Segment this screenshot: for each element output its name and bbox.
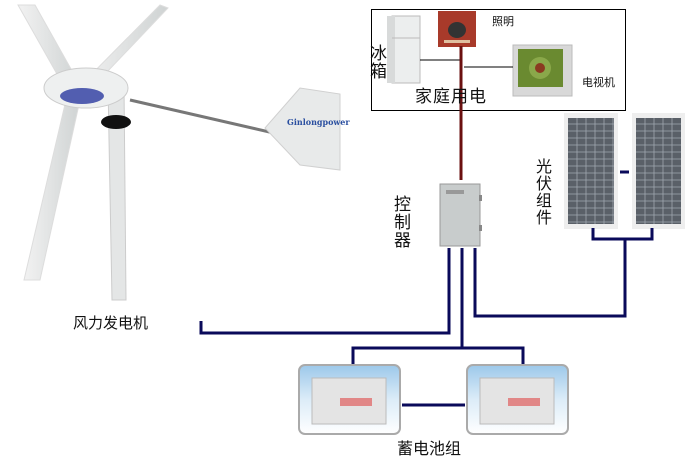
- wind-turbine-icon: Ginlongpower: [17, 4, 350, 301]
- tv-icon: [512, 44, 573, 97]
- battery-icon: [298, 364, 569, 435]
- refrigerator-label: 冰箱: [366, 44, 386, 80]
- controller-label: 控制器: [390, 195, 410, 249]
- lamp-icon: [438, 11, 476, 47]
- wind-turbine-label: 风力发电机: [73, 314, 149, 332]
- refrigerator-icon: [387, 15, 421, 84]
- lighting-label: 照明: [492, 15, 514, 28]
- controller-icon: [439, 183, 482, 247]
- tv-label: 电视机: [582, 76, 615, 89]
- turbine-logo: Ginlongpower: [287, 117, 350, 127]
- dc-wiring: [199, 228, 654, 407]
- battery-bank-label: 蓄电池组: [397, 439, 462, 458]
- solar-panel-icon: [564, 113, 685, 229]
- household-power-label: 家庭用电: [415, 87, 487, 107]
- pv-modules-label: 光伏组件: [533, 158, 552, 226]
